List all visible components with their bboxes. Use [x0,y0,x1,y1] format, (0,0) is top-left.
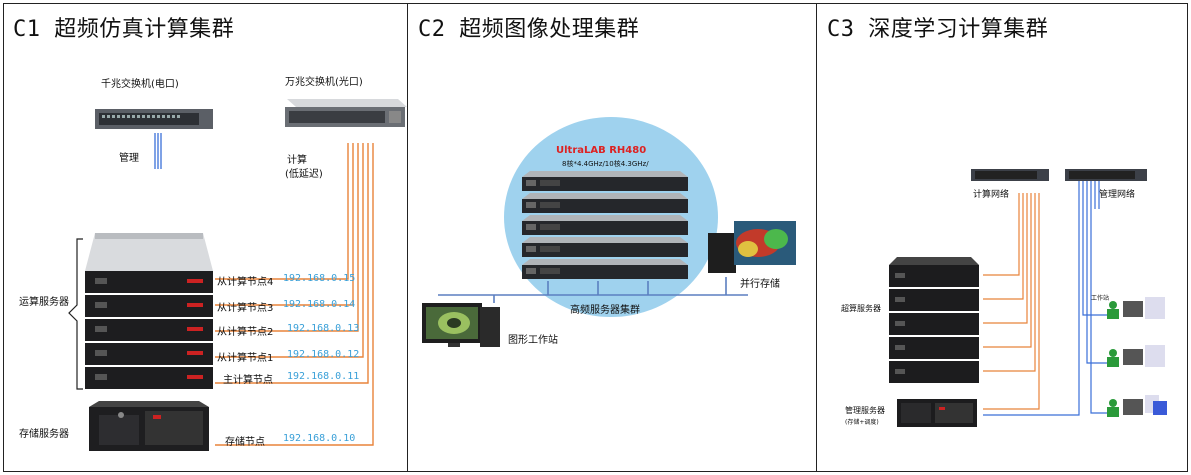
storage-node-ip: 192.168.0.10 [283,433,355,444]
node-label: 主计算节点 [223,371,273,386]
manage-network-label: 管理网络 [1099,187,1135,200]
panel-c3: C3 深度学习计算集群 [817,3,1188,472]
gigabit-switch-icon [95,109,213,129]
node-label: 从计算节点2 [217,323,273,338]
gigabit-switch-label: 千兆交换机(电口) [101,75,179,90]
manage-server-icon [897,399,977,427]
workstation-icon [1107,395,1167,417]
panel-c1: C1 超频仿真计算集群 [3,3,408,472]
storage-server-icon [89,401,209,451]
node-label: 从计算节点3 [217,299,273,314]
c3-graphics [817,3,1188,472]
compute-switch-icon [971,169,1049,181]
manage-switch-icon [1065,169,1147,181]
workstation-label: 图形工作站 [508,331,558,346]
c2-graphics [408,3,817,472]
rack-server-stack-icon [522,171,688,279]
compute-network-label: 计算网络 [973,187,1009,200]
node-label: 从计算节点4 [217,273,273,288]
manage-server-sub-label: (存储+调度) [845,417,879,426]
manage-label: 管理 [119,149,139,164]
compute-label: 计算 [287,151,307,166]
node-ip: 192.168.0.11 [287,371,359,382]
graphic-workstation-icon [422,303,500,347]
server-model-label: UltraLAB RH480 [556,145,646,156]
cluster-label: 高频服务器集群 [570,301,640,316]
workstation-icon [1107,345,1165,367]
compute-servers-label: 运算服务器 [19,293,69,308]
storage-servers-label: 存储服务器 [19,425,69,440]
server-bracket [69,239,83,389]
manage-network-links [983,181,1107,415]
parallel-storage-label: 并行存储 [740,275,780,290]
node-ip: 192.168.0.15 [283,273,355,284]
compute-links [215,143,373,445]
panel-c2: C2 超频图像处理集群 [408,3,817,472]
super-servers-label: 超算服务器 [841,303,881,314]
10g-switch-label: 万兆交换机(光口) [285,73,363,88]
manage-server-label: 管理服务器 [845,405,885,416]
node-ip: 192.168.0.13 [287,323,359,334]
node-label: 从计算节点1 [217,349,273,364]
server-spec-label: 8核*4.4GHz/10核4.3GHz/ [562,159,649,169]
compute-network-links [983,193,1039,409]
manage-links [155,133,161,169]
storage-node-label: 存储节点 [225,433,265,448]
parallel-storage-icon [708,221,796,273]
node-ip: 192.168.0.14 [283,299,355,310]
node-ip: 192.168.0.12 [287,349,359,360]
workstation-label: 工作站 [1091,293,1109,302]
super-server-stack-icon [889,257,979,383]
compute-sub-label: (低延迟) [285,165,323,180]
compute-server-stack-icon [85,233,213,389]
10g-switch-icon [285,99,407,127]
workstation-icon [1107,297,1165,319]
